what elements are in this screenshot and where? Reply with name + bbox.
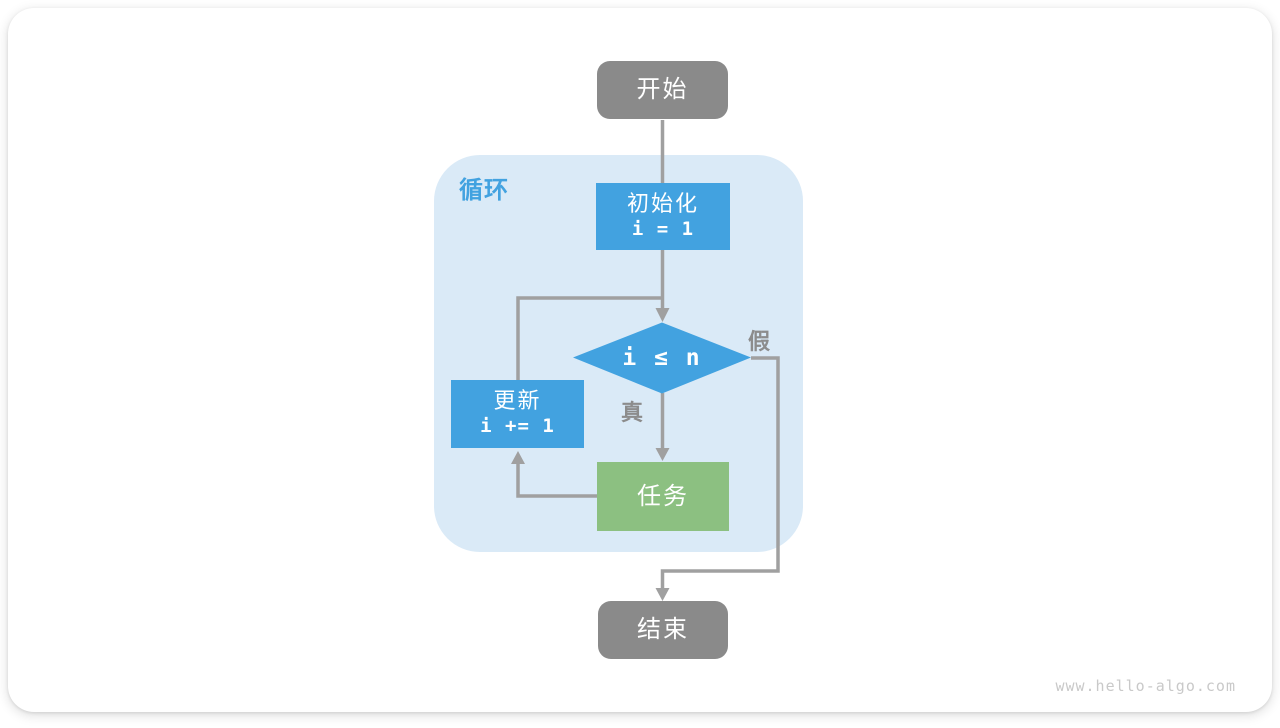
node-start-label: 开始 [636, 75, 689, 104]
node-init-code: i = 1 [631, 217, 695, 240]
edge-label-false: 假 [748, 330, 772, 355]
arrowhead-into-task [655, 448, 670, 461]
edge-update-loopback-line [516, 296, 663, 380]
node-init: 初始化 i = 1 [596, 183, 730, 250]
loop-region-label: 循环 [459, 176, 509, 204]
node-start: 开始 [597, 61, 728, 119]
node-end-label: 结束 [637, 615, 689, 644]
arrowhead-into-end [655, 588, 670, 601]
node-update-code: i += 1 [480, 415, 555, 438]
node-task-label: 任务 [637, 481, 689, 510]
node-init-label: 初始化 [626, 191, 699, 217]
edge-task-to-update-line [516, 464, 597, 498]
node-end: 结束 [598, 601, 728, 659]
flow-connectors [511, 120, 780, 601]
arrowhead-into-update [511, 451, 525, 464]
condition-diamond-label: i ≤ n [622, 344, 702, 371]
edge-condition-false-to-end-line [660, 356, 780, 588]
node-task: 任务 [597, 462, 729, 531]
arrowhead-into-condition [655, 308, 670, 322]
node-update: 更新 i += 1 [451, 380, 584, 448]
watermark: www.hello-algo.com [1055, 677, 1236, 695]
node-update-label: 更新 [493, 389, 542, 414]
edge-label-true: 真 [621, 401, 645, 426]
figure-card: 循环 开始 初始化 i = 1 i ≤ n 更新 i += 1 任务 结束 真 [8, 8, 1272, 712]
